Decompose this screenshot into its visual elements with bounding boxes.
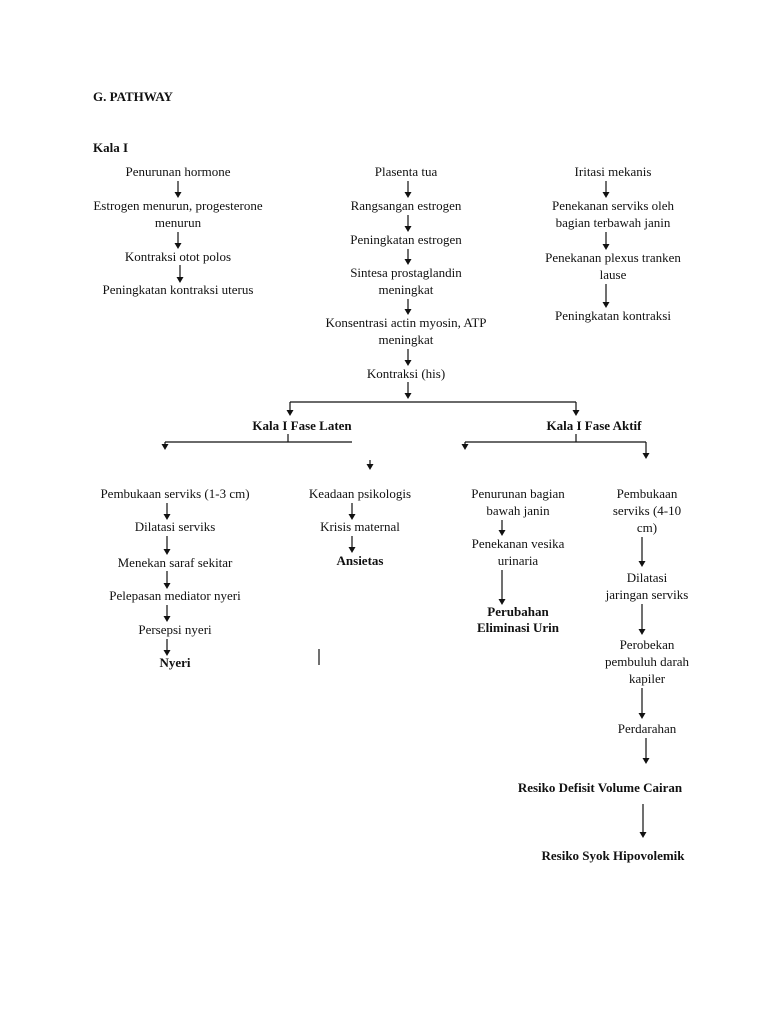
diagnosis-nyeri: Nyeri xyxy=(159,655,191,670)
arrow-head-24 xyxy=(348,514,356,520)
node-keadaan-psikologis: Keadaan psikologis xyxy=(308,486,412,501)
diagnosis-ansietas: Ansietas xyxy=(336,553,384,568)
diagnosis-eliminasi-line2: Eliminasi Urin xyxy=(477,620,559,635)
arrow-head-3 xyxy=(176,277,184,283)
node-penurunan-hormone: Penurunan hormone xyxy=(125,164,231,179)
node-konsentrasi-actin-line1: Konsentrasi actin myosin, ATP xyxy=(325,315,487,330)
arrow-head-26 xyxy=(498,530,506,536)
phase-aktif: Kala I Fase Aktif xyxy=(546,418,642,433)
arrow-head-28 xyxy=(638,561,646,567)
node-dilatasi-jaringan-line2: jaringan serviks xyxy=(605,587,689,602)
arrow-head-5 xyxy=(404,226,412,232)
node-perobekan-line2: pembuluh darah xyxy=(604,654,690,669)
arrow-head-11 xyxy=(602,244,610,250)
arrow-head-12 xyxy=(602,302,610,308)
node-menekan-saraf: Menekan saraf sekitar xyxy=(117,555,233,570)
arrow-head-10 xyxy=(602,192,610,198)
arrow-head-2 xyxy=(174,243,182,249)
node-penekanan-vesika-line2: urinaria xyxy=(497,553,539,568)
node-kontraksi-his: Kontraksi (his) xyxy=(366,366,446,381)
node-penekanan-plexus-line1: Penekanan plexus tranken xyxy=(545,250,681,265)
node-dilatasi-jaringan-line1: Dilatasi xyxy=(626,570,668,585)
node-penekanan-plexus-line2: lause xyxy=(599,267,627,282)
arrow-head-14 xyxy=(572,410,580,416)
node-penekanan-serviks-line1: Penekanan serviks oleh xyxy=(551,198,675,213)
node-pelepasan-mediator: Pelepasan mediator nyeri xyxy=(109,588,241,603)
arrow-head-31 xyxy=(642,758,650,764)
node-perobekan-line1: Perobekan xyxy=(619,637,675,652)
arrow-head-32 xyxy=(639,832,647,838)
node-kontraksi-otot-polos: Kontraksi otot polos xyxy=(124,249,232,264)
node-peningkatan-kontraksi: Peningkatan kontraksi xyxy=(555,308,671,323)
arrow-head-21 xyxy=(163,583,171,589)
arrow-head-30 xyxy=(638,713,646,719)
arrow-head-15 xyxy=(161,444,169,450)
phase-laten: Kala I Fase Laten xyxy=(252,418,352,433)
arrow-head-16 xyxy=(366,464,374,470)
node-rangsangan-estrogen: Rangsangan estrogen xyxy=(350,198,462,213)
node-penekanan-serviks-line2: bagian terbawah janin xyxy=(555,215,671,230)
arrow-head-23 xyxy=(163,650,171,656)
node-estrogen-menurun-line1: Estrogen menurun, progesterone xyxy=(93,198,263,213)
node-perdarahan: Perdarahan xyxy=(617,721,677,736)
node-iritasi-mekanis: Iritasi mekanis xyxy=(574,164,652,179)
arrow-head-13 xyxy=(286,410,294,416)
node-sintesa-prostaglandin-line2: meningkat xyxy=(378,282,434,297)
node-pembukaan-serviks-4-10-line2: serviks (4-10 xyxy=(612,503,682,518)
arrow-head-7 xyxy=(404,309,412,315)
node-pembukaan-serviks-1-3: Pembukaan serviks (1-3 cm) xyxy=(100,486,250,501)
arrow-head-17 xyxy=(461,444,469,450)
arrow-head-19 xyxy=(163,514,171,520)
diagnosis-defisit-volume-cairan: Resiko Defisit Volume Cairan xyxy=(517,780,683,795)
arrow-head-4 xyxy=(404,192,412,198)
node-pembukaan-serviks-4-10-line1: Pembukaan xyxy=(616,486,678,501)
node-plasenta-tua: Plasenta tua xyxy=(374,164,438,179)
arrow-head-29 xyxy=(638,629,646,635)
node-persepsi-nyeri: Persepsi nyeri xyxy=(138,622,212,637)
diagnosis-syok-hipovolemik: Resiko Syok Hipovolemik xyxy=(541,848,685,863)
arrow-head-6 xyxy=(404,259,412,265)
node-konsentrasi-actin-line2: meningkat xyxy=(378,332,434,347)
section-title: Kala I xyxy=(93,140,129,155)
arrow-head-1 xyxy=(174,192,182,198)
arrow-head-18 xyxy=(642,453,650,459)
arrow-head-8 xyxy=(404,360,412,366)
node-dilatasi-serviks: Dilatasi serviks xyxy=(134,519,216,534)
node-penurunan-bagian-line2: bawah janin xyxy=(486,503,550,518)
arrow-head-25 xyxy=(348,547,356,553)
arrow-head-22 xyxy=(163,616,171,622)
node-pembukaan-serviks-4-10-line3: cm) xyxy=(636,520,658,535)
arrow-head-20 xyxy=(163,549,171,555)
node-penekanan-vesika-line1: Penekanan vesika xyxy=(471,536,565,551)
node-peningkatan-kontraksi-uterus: Peningkatan kontraksi uterus xyxy=(102,282,254,297)
node-krisis-maternal: Krisis maternal xyxy=(320,519,400,534)
diagnosis-eliminasi-line1: Perubahan xyxy=(487,604,549,619)
node-perobekan-line3: kapiler xyxy=(628,671,666,686)
node-penurunan-bagian-line1: Penurunan bagian xyxy=(471,486,565,501)
node-sintesa-prostaglandin-line1: Sintesa prostaglandin xyxy=(350,265,462,280)
node-peningkatan-estrogen: Peningkatan estrogen xyxy=(350,232,462,247)
page-heading: G. PATHWAY xyxy=(93,89,173,104)
arrow-head-27 xyxy=(498,599,506,605)
arrow-head-9 xyxy=(404,393,412,399)
node-estrogen-menurun-line2: menurun xyxy=(154,215,202,230)
